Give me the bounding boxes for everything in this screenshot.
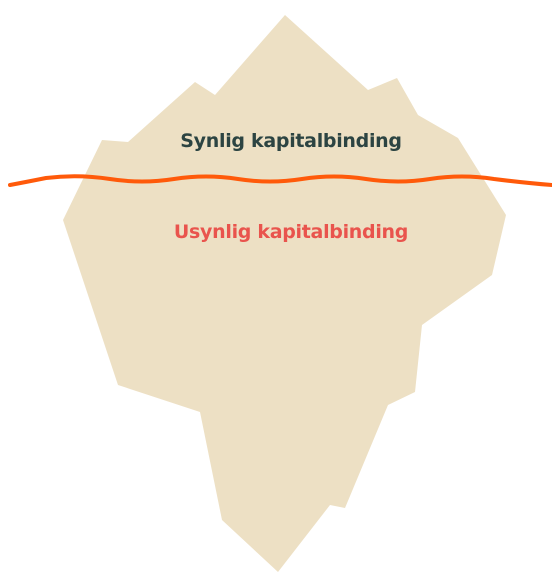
waterline — [8, 174, 552, 187]
hidden-capital-label: Usynlig kapitalbinding — [173, 221, 409, 243]
iceberg-shape — [63, 15, 506, 572]
visible-capital-label: Synlig kapitalbinding — [180, 130, 402, 152]
